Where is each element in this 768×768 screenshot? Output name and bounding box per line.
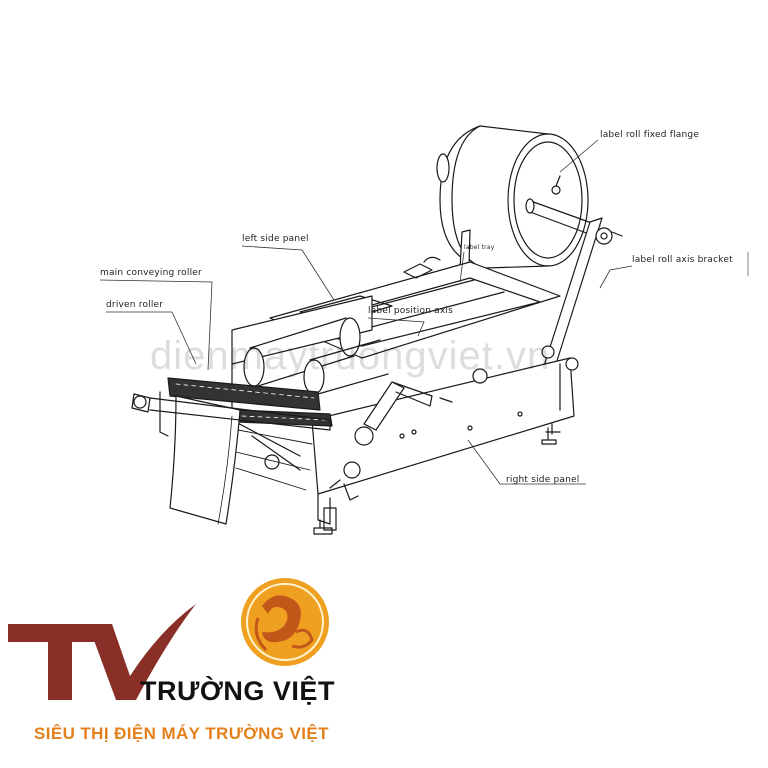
watermark-text: dienmaytruongviet.vn [150, 334, 551, 378]
label-label-position-axis: label position axis [368, 306, 453, 316]
label-web [169, 395, 241, 525]
loc-seal-icon [241, 578, 329, 666]
label-driven-roller: driven roller [106, 300, 164, 310]
brand-name: TRƯỜNG VIỆT [140, 676, 335, 706]
label-left-side-panel: left side panel [242, 234, 309, 244]
machine-feet [313, 427, 557, 535]
label-roll-axis-bracket [543, 217, 623, 367]
label-label-roll-axis-bracket: label roll axis bracket [632, 255, 733, 265]
brand-tagline: SIÊU THỊ ĐIỆN MÁY TRƯỜNG VIỆT [34, 724, 329, 743]
label-label-tray: label tray [464, 244, 495, 251]
label-right-side-panel: right side panel [506, 475, 580, 485]
pressure-levers [329, 345, 579, 501]
label-label-roll-fixed-flange: label roll fixed flange [600, 130, 700, 140]
rollers [243, 317, 389, 395]
label-main-conveying-roller: main conveying roller [100, 268, 202, 278]
front-shaft [131, 391, 331, 471]
